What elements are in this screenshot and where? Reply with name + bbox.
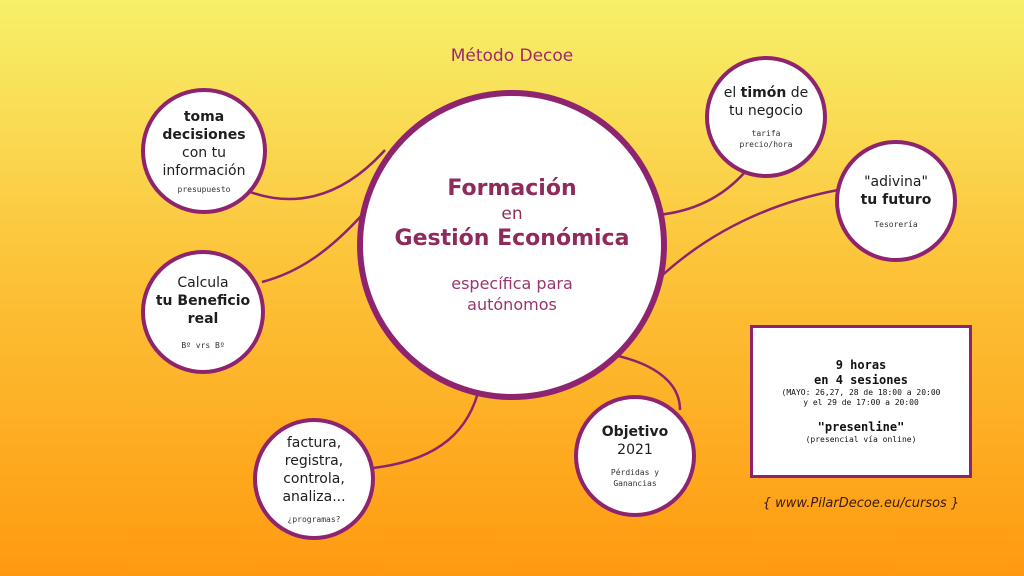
main-subtitle-line2: autónomos	[467, 295, 557, 314]
node-timon-l2: tu negocio	[729, 103, 803, 119]
connector-decisiones	[239, 149, 386, 201]
node-beneficio: Calcula tu Beneficio real Bº vrs Bº	[141, 250, 265, 374]
connector-factura	[372, 384, 482, 470]
node-factura-l4: analiza...	[282, 488, 346, 505]
node-timon-l1: el timón de	[724, 84, 809, 102]
node-beneficio-l1: Calcula	[177, 274, 229, 291]
node-adivina-note: Tesorería	[874, 219, 918, 229]
node-factura-l3: controla,	[283, 470, 345, 487]
node-factura-l2: registra,	[284, 452, 344, 469]
info-hours: 9 horas	[835, 358, 887, 372]
node-factura-note: ¿programas?	[287, 514, 341, 524]
info-sessions: en 4 sesiones	[814, 373, 908, 387]
node-timon: el timón de tu negocio tarifa precio/hor…	[705, 56, 827, 178]
main-title-line1: Formación	[447, 176, 577, 201]
info-dates-2: y el 29 de 17:00 a 20:00	[803, 398, 919, 407]
connector-timon	[656, 171, 746, 217]
connector-beneficio	[261, 214, 363, 284]
main-title-line2: en	[501, 204, 523, 224]
website-link[interactable]: { www.PilarDecoe.eu/cursos }	[762, 496, 960, 511]
node-timon-pre: el	[723, 85, 741, 101]
node-adivina-l2: tu futuro	[860, 191, 932, 208]
node-beneficio-l3: real	[187, 310, 219, 327]
info-dates-1: (MAYO: 26,27, 28 de 18:00 a 20:00	[781, 388, 941, 397]
node-timon-note1: tarifa	[751, 129, 781, 138]
info-format: "presenline"	[817, 420, 905, 434]
node-decisiones-l1: toma	[183, 108, 225, 125]
info-box: 9 horas en 4 sesiones (MAYO: 26,27, 28 d…	[750, 325, 972, 478]
node-objetivo: Objetivo 2021 Pérdidas y Ganancias	[574, 395, 696, 517]
page-title: Método Decoe	[450, 46, 574, 66]
node-factura-l1: factura,	[286, 434, 342, 451]
node-decisiones: toma decisiones con tu información presu…	[141, 88, 267, 214]
node-objetivo-note1: Pérdidas y	[610, 468, 660, 477]
node-timon-post: de	[786, 85, 809, 101]
node-objetivo-note2: Ganancias	[613, 479, 657, 488]
node-timon-note2: precio/hora	[739, 140, 793, 149]
node-objetivo-l1: Objetivo	[601, 424, 669, 440]
info-format-note: (presencial vía online)	[805, 435, 917, 444]
node-beneficio-l2: tu Beneficio	[155, 292, 251, 309]
main-topic-circle: Formación en Gestión Económica específic…	[357, 90, 667, 400]
node-objetivo-l2: 2021	[617, 442, 653, 458]
node-adivina: "adivina" tu futuro Tesorería	[835, 140, 957, 262]
node-decisiones-note: presupuesto	[177, 184, 231, 194]
node-decisiones-l2: decisiones	[162, 126, 246, 143]
main-subtitle-line1: específica para	[451, 274, 573, 293]
node-timon-bold: timón	[740, 85, 787, 101]
node-factura: factura, registra, controla, analiza... …	[253, 418, 375, 540]
node-adivina-l1: "adivina"	[864, 173, 928, 190]
node-beneficio-note: Bº vrs Bº	[181, 340, 225, 350]
node-decisiones-l3: con tu	[182, 144, 226, 161]
node-decisiones-l4: información	[162, 162, 246, 179]
main-title-line3: Gestión Económica	[394, 226, 630, 251]
